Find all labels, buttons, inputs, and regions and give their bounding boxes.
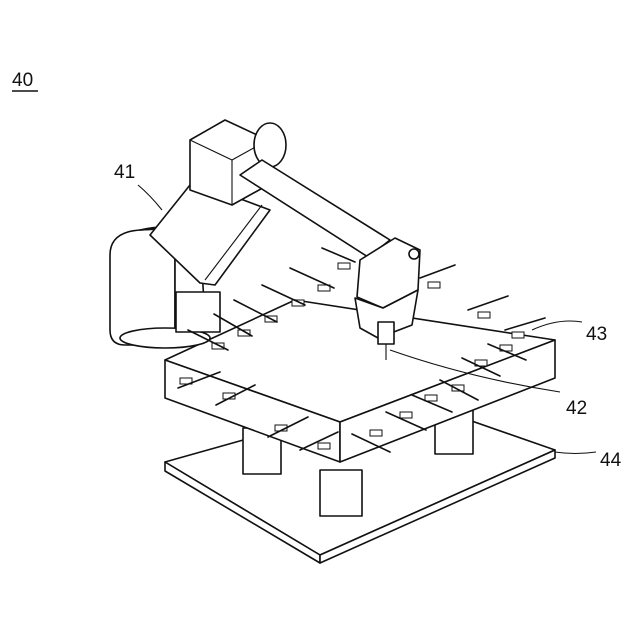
clamp: [290, 268, 334, 291]
label-tool-head: 42: [566, 398, 587, 419]
robot-base-block: [176, 292, 220, 332]
figure-number: 40: [12, 70, 33, 91]
clamp: [262, 285, 305, 306]
arm-joint: [254, 123, 286, 167]
clamp: [468, 296, 508, 318]
label-base-plate: 44: [600, 450, 622, 471]
clamp: [322, 248, 355, 269]
label-robot-arm: 41: [114, 162, 135, 183]
label-clamp: 43: [586, 324, 607, 345]
clamp: [420, 265, 455, 288]
